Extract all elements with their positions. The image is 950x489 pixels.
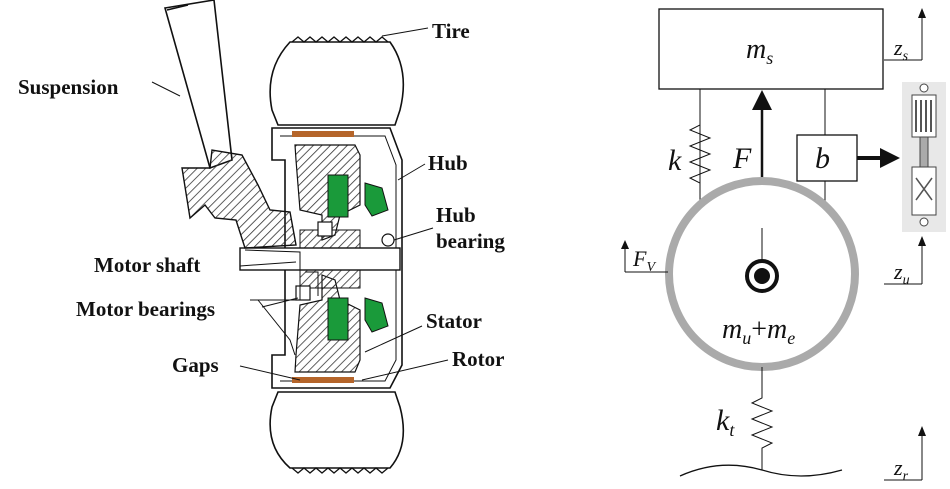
magnet-upper-left xyxy=(327,174,349,218)
force-arrow-head-up xyxy=(752,90,772,110)
label-motor-bearings: Motor bearings xyxy=(76,297,215,321)
damper-device-icon xyxy=(902,82,946,232)
label-stator: Stator xyxy=(426,309,482,333)
zr-label: zr xyxy=(893,455,909,484)
label-tire: Tire xyxy=(432,19,470,43)
road-profile xyxy=(679,464,843,477)
motor-bearing-lower xyxy=(295,285,311,301)
label-rotor: Rotor xyxy=(452,347,504,371)
sprung-mass-label: ms xyxy=(746,34,773,68)
force-label: F xyxy=(732,142,752,175)
hub-dot-inner xyxy=(754,268,770,284)
suspension-arm xyxy=(163,0,233,170)
tire-spring-label: kt xyxy=(716,404,735,440)
magnet-lower-left xyxy=(327,297,349,341)
hub-motor-cross-section: Tire Suspension Hub Hub bearing Motor sh… xyxy=(18,0,505,474)
tire-spring-kt xyxy=(750,367,774,470)
spring-k xyxy=(688,115,712,190)
rotor-bottom xyxy=(292,377,354,383)
damper-label: b xyxy=(815,142,830,175)
tire-top xyxy=(269,41,405,126)
magnet-upper-right xyxy=(364,182,389,217)
motor-shaft xyxy=(239,247,401,271)
damper-arrow-head xyxy=(880,148,900,168)
hub-bearing-ball xyxy=(381,233,395,247)
tire-tread-bottom xyxy=(291,467,389,474)
label-hub-bearing-2: bearing xyxy=(436,229,505,253)
shaft-hatch-bottom xyxy=(299,269,361,289)
label-motor-shaft: Motor shaft xyxy=(94,253,200,277)
rotor-top xyxy=(292,131,354,137)
tire-tread-top xyxy=(291,36,389,43)
motor-bearing-upper xyxy=(317,221,333,237)
spring-k-label: k xyxy=(668,144,682,177)
label-gaps: Gaps xyxy=(172,353,219,377)
magnet-lower-right xyxy=(364,297,389,333)
quarter-car-model: ms k F b xyxy=(621,8,946,484)
label-hub: Hub xyxy=(428,151,468,175)
tire-bottom xyxy=(269,391,405,469)
zu-label: zu xyxy=(893,259,910,288)
steering-knuckle xyxy=(181,149,297,249)
wheel-mass-label: mu+me xyxy=(722,314,795,348)
fv-label: FV xyxy=(632,246,656,275)
sprung-mass-box xyxy=(658,8,884,90)
damper-box xyxy=(796,134,858,182)
label-hub-bearing-1: Hub xyxy=(436,203,476,227)
label-suspension: Suspension xyxy=(18,75,119,99)
zs-label: zs xyxy=(893,35,909,64)
